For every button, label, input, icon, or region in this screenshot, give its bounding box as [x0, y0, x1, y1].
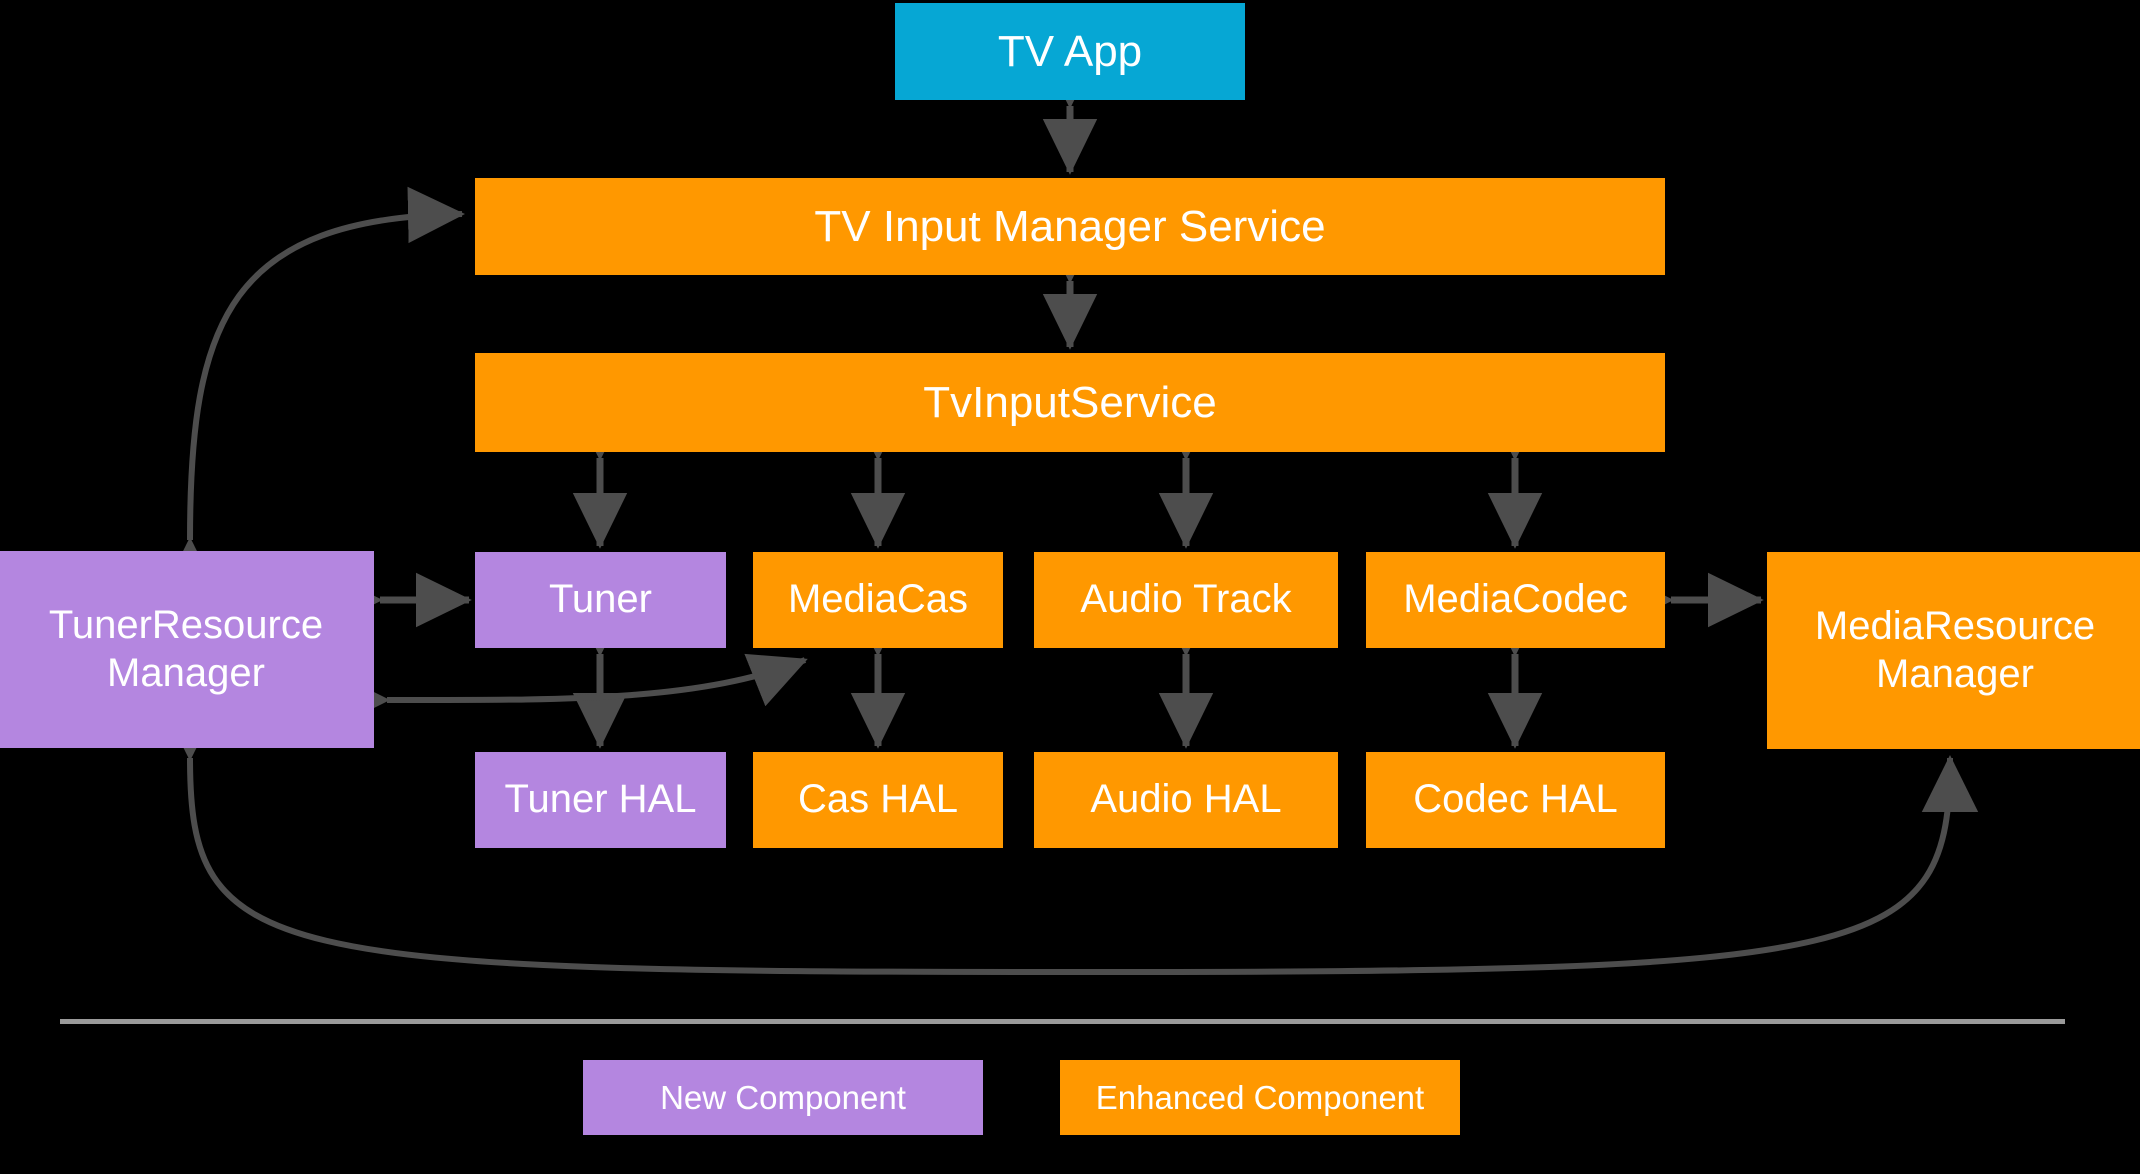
- node-audio-track[interactable]: Audio Track: [1034, 552, 1338, 648]
- node-tuner-hal[interactable]: Tuner HAL: [475, 752, 726, 848]
- arrow-trm-tims-curve: [161, 186, 465, 595]
- node-media-resource-manager[interactable]: MediaResource Manager: [1767, 552, 2140, 749]
- arrow-trm-mediacas-curve: [332, 653, 808, 729]
- node-cas-hal[interactable]: Cas HAL: [753, 752, 1003, 848]
- node-media-codec[interactable]: MediaCodec: [1366, 552, 1665, 648]
- node-audio-hal[interactable]: Audio HAL: [1034, 752, 1338, 848]
- node-tuner[interactable]: Tuner: [475, 552, 726, 648]
- node-codec-hal[interactable]: Codec HAL: [1366, 752, 1665, 848]
- node-tv-input-manager-service[interactable]: TV Input Manager Service: [475, 178, 1665, 275]
- node-tv-app[interactable]: TV App: [895, 3, 1245, 100]
- legend-item-enhanced-component: Enhanced Component: [1060, 1060, 1460, 1135]
- legend-item-new-component: New Component: [583, 1060, 983, 1135]
- legend-divider: [60, 1019, 2065, 1024]
- node-tv-input-service[interactable]: TvInputService: [475, 353, 1665, 452]
- node-media-cas[interactable]: MediaCas: [753, 552, 1003, 648]
- node-tuner-resource-manager[interactable]: TunerResource Manager: [0, 551, 374, 748]
